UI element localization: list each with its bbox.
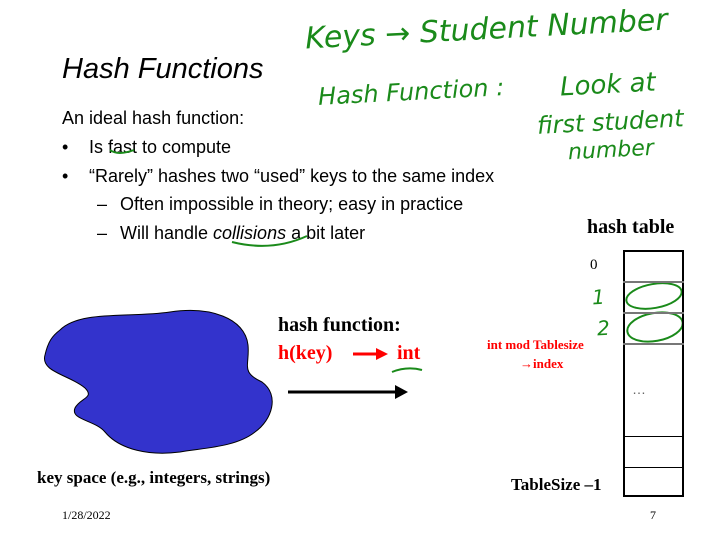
table-row-divider xyxy=(623,343,684,345)
table-row-divider xyxy=(623,467,684,468)
subbullet-marker: – xyxy=(97,223,108,243)
table-row-divider xyxy=(623,436,684,437)
annotation-one: 1 xyxy=(591,284,606,310)
subbullet-text: a bit later xyxy=(286,223,366,243)
subbullet-text: Will handle xyxy=(120,223,214,243)
bullet-2: • “Rarely” hashes two “used” keys to the … xyxy=(62,166,494,187)
annotation-number: number xyxy=(567,135,655,166)
subbullet-marker: – xyxy=(97,194,108,214)
last-index-label: TableSize –1 xyxy=(511,475,602,494)
arrow-head-icon xyxy=(395,385,408,399)
int-label: int xyxy=(397,342,421,364)
underline-collisions xyxy=(231,235,308,247)
bullet-marker: • xyxy=(62,137,69,157)
hash-table xyxy=(623,250,684,497)
slide-title: Hash Functions xyxy=(62,53,264,85)
bullet-text: “Rarely” hashes two “used” keys to the s… xyxy=(89,166,495,186)
subbullet-1: –Often impossible in theory; easy in pra… xyxy=(97,194,463,215)
subbullet-2: –Will handle collisions a bit later xyxy=(97,223,365,244)
annotation-two: 2 xyxy=(596,315,611,341)
index-0-label: 0 xyxy=(590,257,598,273)
footer-date: 1/28/2022 xyxy=(62,508,111,522)
intro-text: An ideal hash function: xyxy=(62,108,245,128)
mod-label-1: int mod Tablesize xyxy=(487,337,584,352)
table-row-divider xyxy=(623,281,684,283)
underline-int xyxy=(391,367,423,373)
bullet-marker: • xyxy=(62,166,69,186)
collisions-text: collisions xyxy=(213,223,287,243)
red-arrow-head-icon xyxy=(376,348,388,360)
mod-label-2: →index xyxy=(520,356,564,371)
circle-slot-1 xyxy=(625,282,683,310)
annotation-look-at: Look at xyxy=(559,67,657,103)
h-key-label: h(key) xyxy=(278,342,333,364)
ellipsis: … xyxy=(632,381,646,397)
table-row-divider xyxy=(623,312,684,314)
hash-table-label: hash table xyxy=(587,216,675,238)
underline-fast xyxy=(109,149,135,154)
hash-function-label: hash function: xyxy=(278,314,401,336)
ink-annotations xyxy=(109,149,684,373)
key-space-label: key space (e.g., integers, strings) xyxy=(37,468,271,487)
subbullet-text: Often impossible in theory; easy in prac… xyxy=(120,194,464,214)
page-number: 7 xyxy=(650,508,656,522)
key-space-blob xyxy=(44,309,273,454)
